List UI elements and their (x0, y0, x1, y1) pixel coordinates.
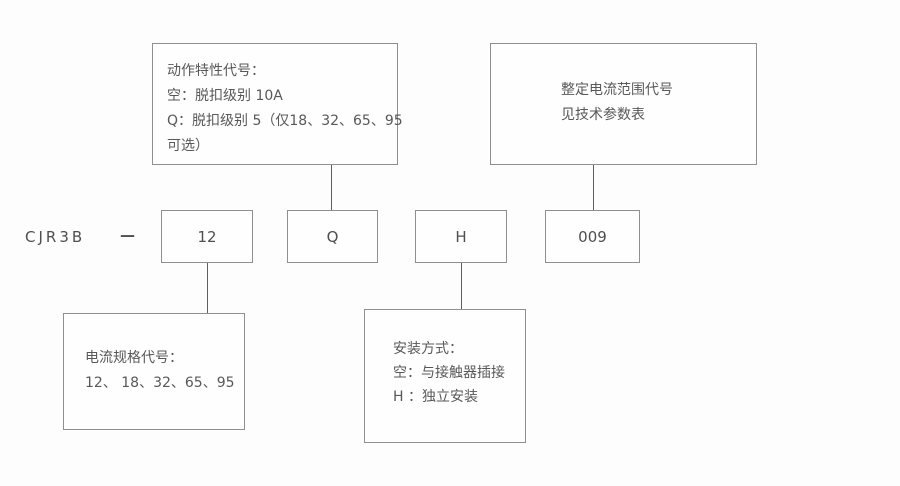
note-line: 12、 18、32、65、95 (85, 375, 235, 391)
code-box-mounting: H (415, 210, 507, 263)
note-line: 空：脱扣级别 10A (167, 88, 283, 104)
note-box-mounting: 安装方式： 空：与接触器插接 H ：独立安装 (364, 309, 526, 443)
code-box-current-spec: 12 (161, 210, 253, 263)
note-box-current-spec: 电流规格代号： 12、 18、32、65、95 (63, 313, 245, 430)
connector-line (593, 165, 594, 210)
connector-line (331, 165, 332, 210)
note-line: 可选） (167, 138, 209, 154)
note-line: Q：脱扣级别 5（仅18、32、65、95 (167, 113, 403, 129)
note-line: 安装方式： (393, 341, 463, 357)
note-line: 见技术参数表 (561, 107, 645, 123)
model-prefix-label: CJR3B (25, 228, 86, 246)
note-line: 动作特性代号： (167, 63, 265, 79)
note-line: 整定电流范围代号 (561, 82, 673, 98)
note-line: 电流规格代号： (85, 350, 183, 366)
connector-line (461, 263, 462, 309)
note-box-action-characteristic: 动作特性代号： 空：脱扣级别 10A Q：脱扣级别 5（仅18、32、65、95… (152, 43, 403, 165)
code-box-current-range: 009 (545, 210, 640, 263)
note-box-current-range: 整定电流范围代号 见技术参数表 (490, 43, 757, 165)
note-line: H ：独立安装 (393, 389, 478, 405)
connector-line (207, 263, 208, 313)
separator-dash: — (120, 226, 135, 244)
code-box-action-characteristic: Q (287, 210, 378, 263)
note-line: 空：与接触器插接 (393, 365, 505, 381)
